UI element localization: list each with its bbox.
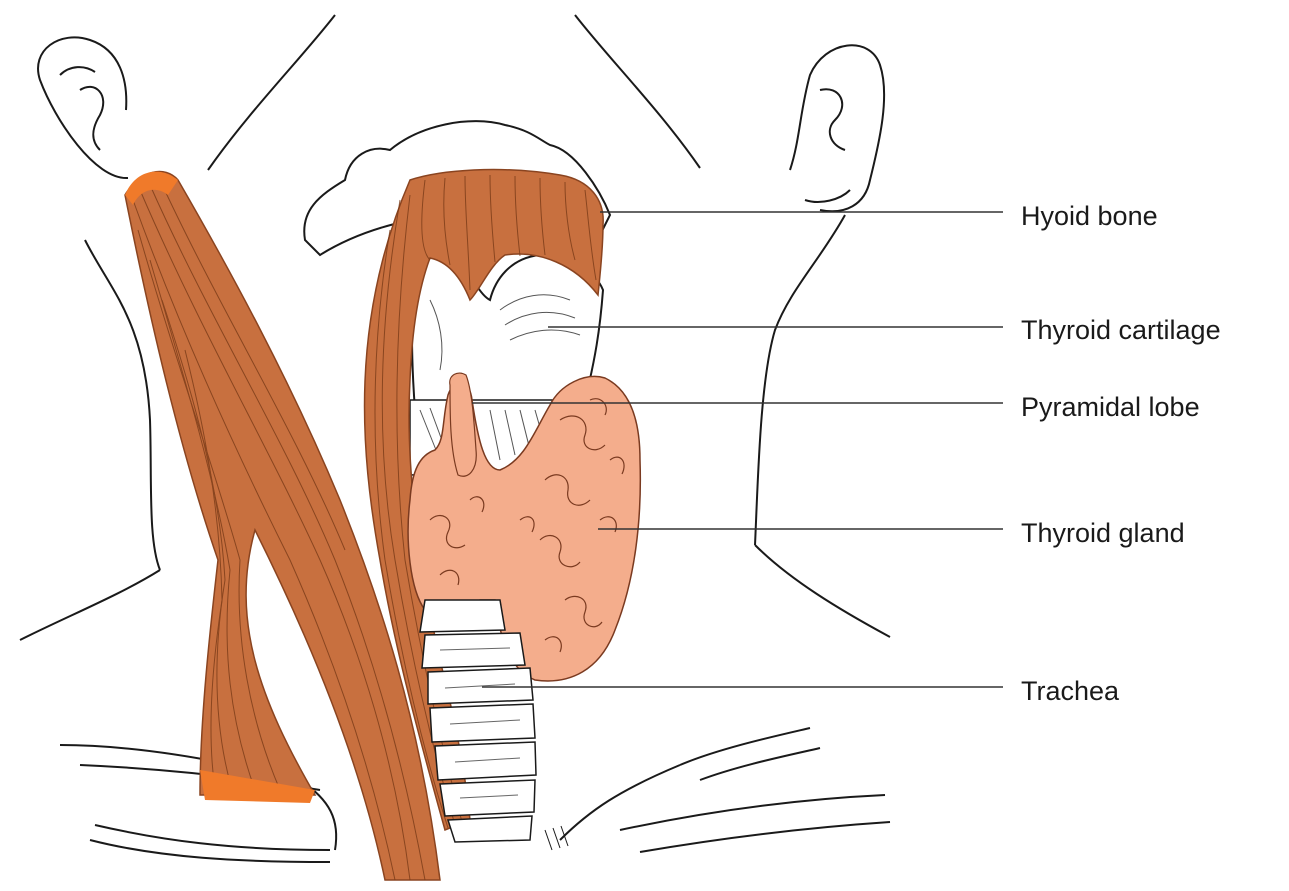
label-hyoid-bone: Hyoid bone [1021,203,1158,230]
left-ear [38,37,128,178]
right-ear [790,45,884,211]
label-thyroid-gland: Thyroid gland [1021,520,1185,547]
right-neck-outline [755,215,890,637]
trachea [420,600,536,842]
left-neck-outline [20,240,160,640]
label-pyramidal-lobe: Pyramidal lobe [1021,394,1200,421]
suprasternal-notch [545,826,568,850]
label-trachea: Trachea [1021,678,1119,705]
label-thyroid-cartilage: Thyroid cartilage [1021,317,1221,344]
